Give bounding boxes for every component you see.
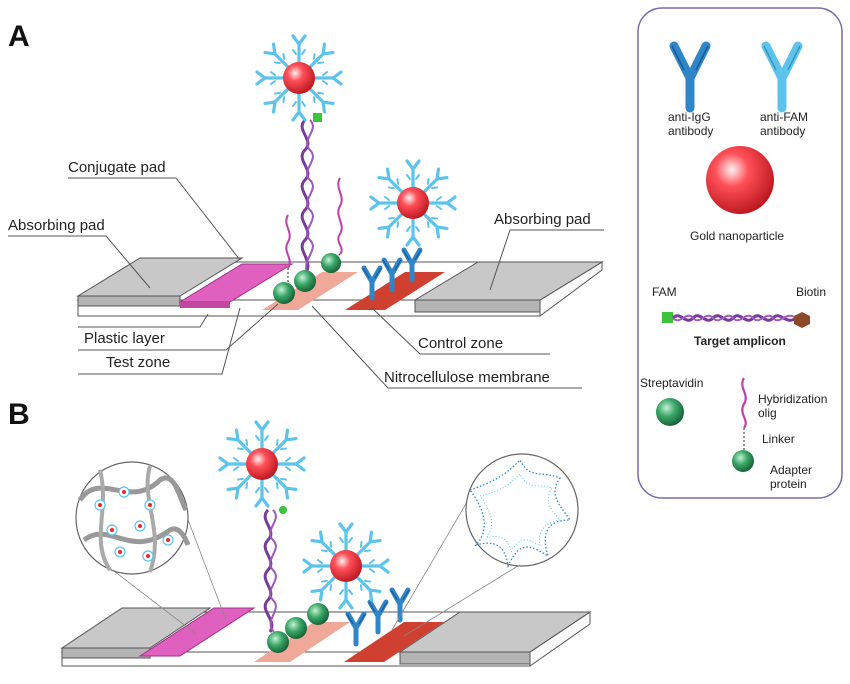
- label-control-zone: Control zone: [418, 335, 503, 352]
- target-amplicon-legend-icon: [671, 314, 797, 322]
- legend-hybridization-line2: olig: [758, 406, 777, 420]
- fam-marker: [313, 113, 322, 122]
- hybridization-oligo: [285, 214, 291, 269]
- legend-streptavidin: Streptavidin: [640, 376, 703, 390]
- legend-biotin: Biotin: [796, 285, 826, 299]
- streptavidin-legend-icon: [656, 398, 684, 426]
- label-conjugate-pad: Conjugate pad: [68, 159, 166, 176]
- legend-linker: Linker: [762, 432, 795, 446]
- legend-anti-fam-line1: anti-FAM: [760, 110, 808, 124]
- legend-fam: FAM: [652, 285, 677, 299]
- legend-adapter-line1: Adapter: [770, 463, 812, 477]
- fam-legend-icon: [662, 312, 673, 323]
- zoom-control-zone: [391, 453, 579, 637]
- label-absorbing-pad-right: Absorbing pad: [494, 211, 591, 228]
- gold-nanoparticle-legend-icon: [706, 146, 774, 214]
- strip-a: [76, 257, 604, 317]
- control-zone-b: [344, 622, 444, 662]
- hybridization-oligo-legend-icon: [741, 377, 747, 429]
- biotin-legend-icon: [794, 312, 810, 328]
- anti-igg-legend-icon: [669, 41, 711, 113]
- molecules-a: [257, 36, 455, 304]
- legend-anti-fam-line2: antibody: [760, 124, 805, 138]
- legend-adapter-line2: protein: [770, 477, 807, 491]
- conjugate-pad-b: [138, 607, 256, 657]
- label-absorbing-pad-left: Absorbing pad: [8, 217, 105, 234]
- labels-a: Conjugate pad Absorbing pad Absorbing pa…: [8, 159, 604, 389]
- legend-hybridization-line1: Hybridization: [758, 392, 827, 406]
- zoom-conjugate-pad: [75, 461, 227, 635]
- molecules-b: [220, 422, 409, 653]
- legend-anti-igg-line1: anti-IgG: [668, 110, 711, 124]
- label-test-zone: Test zone: [106, 354, 170, 371]
- label-nitrocellulose: Nitrocellulose membrane: [384, 369, 550, 386]
- legend-target: Target amplicon: [694, 334, 786, 348]
- label-plastic-layer: Plastic layer: [84, 330, 165, 347]
- anti-fam-legend-icon: [761, 41, 803, 113]
- panel-label-a: A: [8, 20, 30, 53]
- legend-gold: Gold nanoparticle: [690, 229, 784, 243]
- legend-anti-igg-line2: antibody: [668, 124, 713, 138]
- target-amplicon-strand: [300, 118, 310, 276]
- streptavidin-sphere: [273, 282, 295, 304]
- gold-nanoparticle: [257, 36, 341, 120]
- panel-label-b: B: [8, 398, 30, 431]
- strip-b: [60, 607, 592, 667]
- adapter-protein-legend-icon: [732, 450, 754, 472]
- legend-box: anti-IgG antibody anti-FAM antibody Gold…: [637, 7, 843, 499]
- control-zone: [345, 272, 445, 310]
